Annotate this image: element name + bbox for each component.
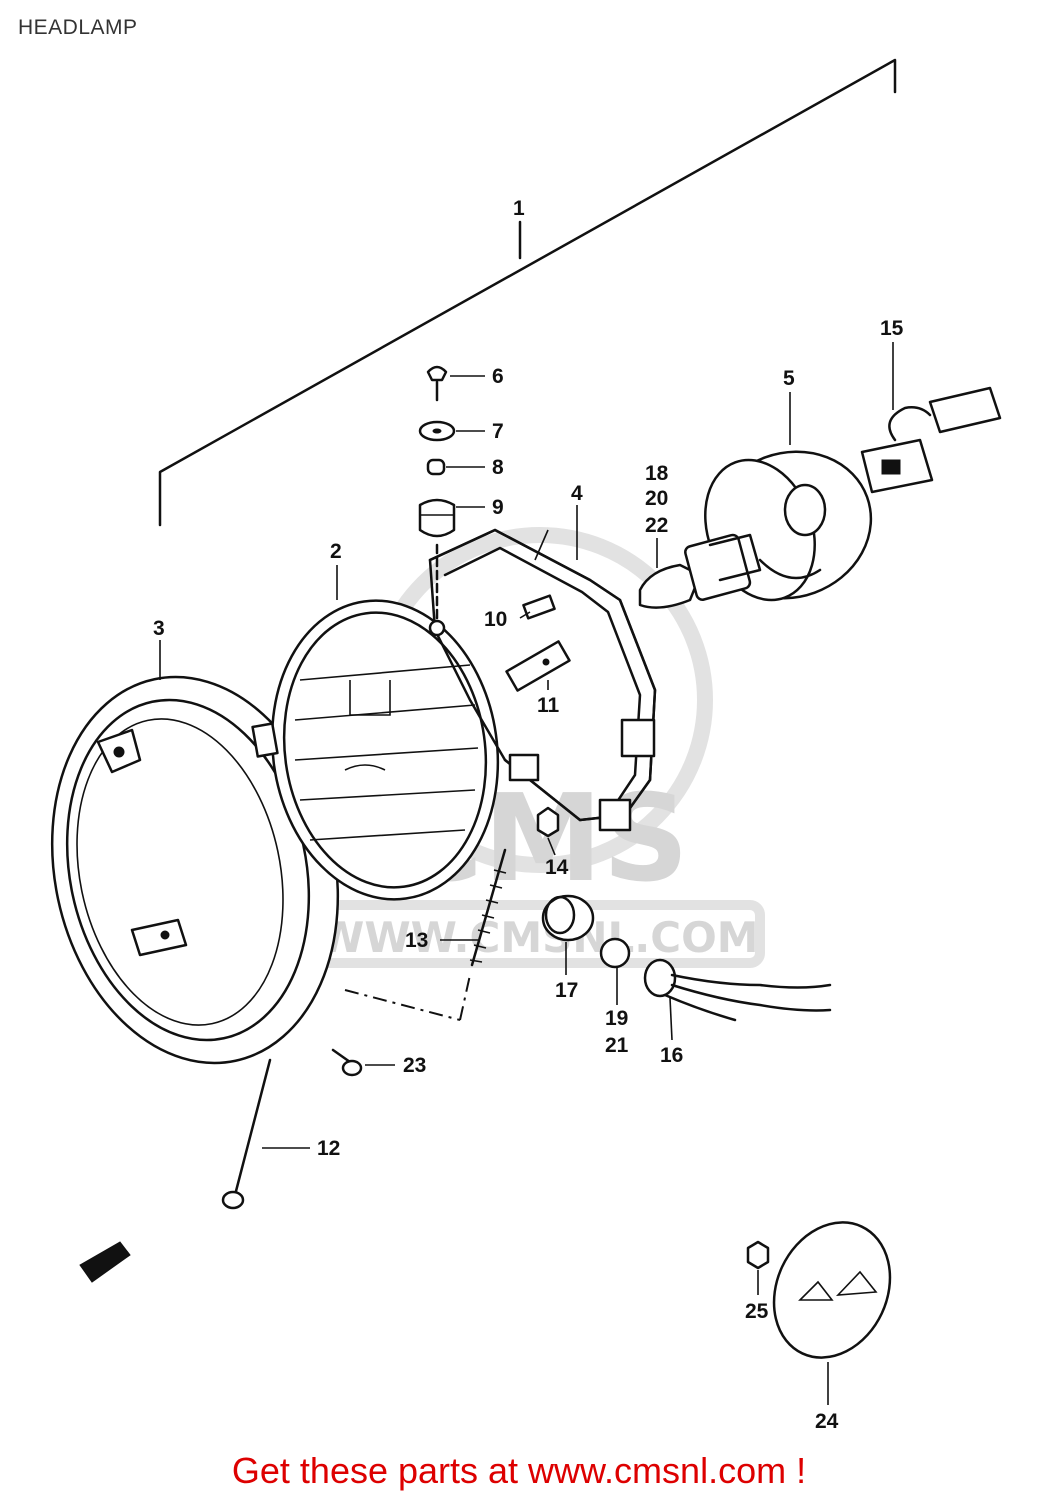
callout-16: 16 — [660, 1044, 683, 1067]
callout-18: 18 — [645, 462, 669, 485]
callout-8: 8 — [492, 456, 504, 479]
adjuster-plates — [505, 594, 571, 692]
headlamp-rim — [50, 675, 340, 1065]
leader-lines — [159, 342, 894, 1405]
callout-1: 1 — [513, 197, 525, 220]
callout-25: 25 — [745, 1300, 769, 1323]
callout-10: 10 — [484, 608, 507, 631]
bulb-socket — [643, 958, 832, 1022]
stud-fastener-stack — [418, 365, 456, 637]
callout-24: 24 — [815, 1410, 839, 1433]
callout-12: 12 — [317, 1137, 340, 1160]
callout-23: 23 — [403, 1054, 426, 1077]
callout-3: 3 — [153, 617, 165, 640]
callout-19: 19 — [605, 1007, 628, 1030]
callout-2: 2 — [330, 540, 342, 563]
watermark-url: WWW.CMSNL.COM — [318, 913, 759, 962]
callout-7: 7 — [492, 420, 504, 443]
promo-link[interactable]: Get these parts at www.cmsnl.com ! — [231, 1450, 807, 1491]
callout-9: 9 — [492, 496, 504, 519]
callout-17: 17 — [555, 979, 578, 1002]
callout-20: 20 — [645, 487, 668, 510]
wire-connector — [860, 386, 1002, 494]
adjust-nut — [536, 806, 560, 838]
headlamp-housing — [704, 450, 873, 602]
sealed-beam-unit — [251, 599, 500, 901]
headlamp-bulb — [638, 533, 762, 609]
callout-15: 15 — [880, 317, 904, 340]
reflector-nut — [746, 1240, 770, 1270]
callout-6: 6 — [492, 365, 504, 388]
small-clip — [79, 1241, 131, 1283]
callout-21: 21 — [605, 1034, 629, 1057]
rim-screw-short — [331, 1048, 363, 1077]
callout-11: 11 — [537, 694, 560, 717]
assembly-lines — [344, 974, 471, 1021]
mounting-bracket — [428, 528, 657, 832]
diagram-title: HEADLAMP — [18, 16, 138, 39]
grommet — [541, 894, 595, 942]
callout-labels: 1 2 3 4 5 6 7 8 9 10 11 12 13 14 15 16 1… — [153, 197, 904, 1433]
assembly-bracket — [158, 58, 897, 527]
callout-14: 14 — [545, 856, 569, 879]
callout-13: 13 — [405, 929, 428, 952]
callout-5: 5 — [783, 367, 795, 390]
position-bulb — [599, 937, 631, 969]
adjusting-screw — [469, 848, 507, 967]
reflector — [772, 1221, 892, 1359]
rim-screw-long — [221, 1058, 272, 1210]
callout-22: 22 — [645, 514, 668, 537]
callout-4: 4 — [571, 482, 583, 505]
